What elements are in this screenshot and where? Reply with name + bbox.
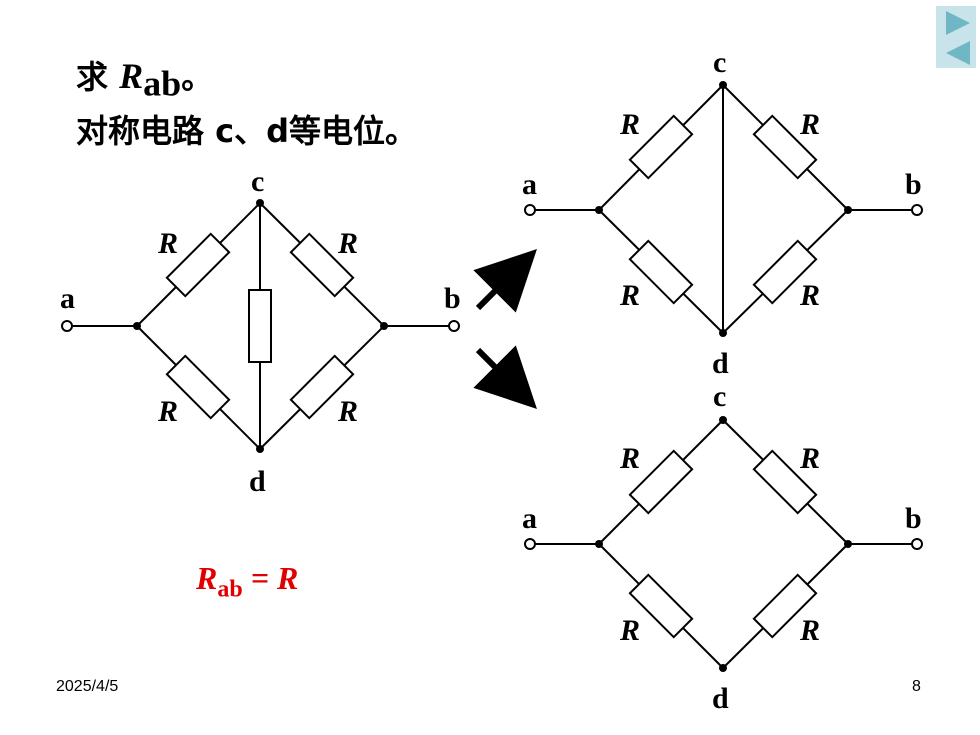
bottom-right-circuit	[524, 419, 923, 669]
terminal-a-top	[524, 204, 536, 216]
title-line-2: 对称电路 c、d等电位。	[76, 112, 418, 150]
resistor-ac-top	[628, 114, 694, 180]
triangle-right-icon[interactable]	[938, 8, 974, 36]
resistor-cb-left	[289, 232, 355, 298]
page-number: 8	[912, 678, 921, 695]
node-dot	[256, 445, 264, 453]
result-rhs: = R	[242, 560, 299, 596]
resistor-label: R	[799, 108, 820, 141]
node-dot	[256, 199, 264, 207]
terminal-b-top	[911, 204, 923, 216]
node-label-a: a	[60, 282, 75, 315]
arrow-down-right-icon	[473, 345, 537, 409]
result-equation: Rab = R	[196, 560, 298, 603]
node-label-d: d	[712, 682, 729, 715]
node-dot	[595, 206, 603, 214]
resistor-ad-bottom	[628, 573, 694, 639]
node-dot	[719, 664, 727, 672]
title-prefix: 求	[76, 58, 120, 96]
node-dot	[595, 540, 603, 548]
top-right-circuit	[524, 84, 923, 334]
node-dot	[844, 540, 852, 548]
title-symbol: R	[119, 56, 144, 96]
resistor-label: R	[619, 442, 640, 475]
result-subscript: ab	[217, 576, 243, 603]
terminal-a-left	[61, 320, 73, 332]
resistor-ad-top	[628, 239, 694, 305]
node-label-b: b	[905, 502, 922, 535]
resistor-cb-bottom	[752, 449, 818, 515]
node-dot	[133, 322, 141, 330]
arrow-up-right-icon	[473, 249, 537, 313]
resistor-db-bottom	[752, 573, 818, 639]
node-label-a: a	[522, 168, 537, 201]
resistor-label: R	[157, 227, 178, 260]
node-label-c: c	[251, 165, 264, 198]
resistor-label: R	[157, 395, 178, 428]
resistor-cd-left	[248, 289, 272, 363]
left-bridge-circuit	[61, 202, 460, 450]
node-label-c: c	[713, 380, 726, 413]
result-symbol: R	[196, 560, 218, 596]
title-subscript: ab	[143, 63, 182, 104]
resistor-cb-top	[752, 114, 818, 180]
slide-date: 2025/4/5	[56, 678, 119, 695]
resistor-db-top	[752, 239, 818, 305]
node-dot	[719, 81, 727, 89]
node-label-c: c	[713, 46, 726, 79]
node-label-d: d	[712, 347, 729, 380]
node-label-a: a	[522, 502, 537, 535]
title-line-1: 求 Rab。	[76, 52, 213, 104]
resistor-label: R	[799, 442, 820, 475]
resistor-label: R	[619, 279, 640, 312]
node-dot	[719, 329, 727, 337]
resistor-ad-left	[165, 354, 231, 420]
node-dot	[380, 322, 388, 330]
resistor-ac-left	[165, 232, 231, 298]
resistor-label: R	[799, 279, 820, 312]
title-suffix: 。	[181, 58, 214, 96]
resistor-ac-bottom	[628, 449, 694, 515]
resistor-label: R	[799, 614, 820, 647]
node-label-b: b	[905, 168, 922, 201]
node-label-d: d	[249, 465, 266, 498]
resistor-label: R	[337, 227, 358, 260]
terminal-a-bottom	[524, 538, 536, 550]
resistor-db-left	[289, 354, 355, 420]
node-label-b: b	[444, 282, 461, 315]
triangle-left-icon[interactable]	[938, 38, 974, 66]
node-dot	[719, 416, 727, 424]
resistor-label: R	[619, 614, 640, 647]
resistor-label: R	[337, 395, 358, 428]
node-dot	[844, 206, 852, 214]
resistor-label: R	[619, 108, 640, 141]
terminal-b-left	[448, 320, 460, 332]
slide-navigation	[936, 6, 976, 68]
terminal-b-bottom	[911, 538, 923, 550]
